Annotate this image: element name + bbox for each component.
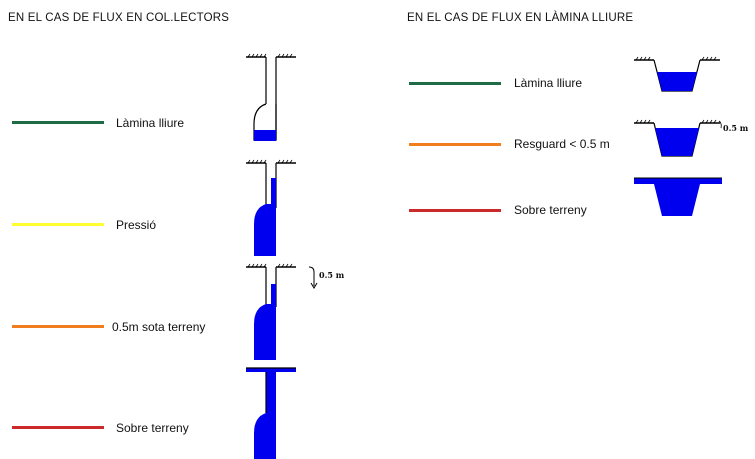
legend-line-channel-overflow <box>409 209 501 212</box>
offset-note-collectors: 0.5 m <box>319 270 345 280</box>
channel-overflow-icon <box>634 177 722 216</box>
legend-line-pressure <box>12 223 104 226</box>
legend-line-near-surface <box>12 325 104 328</box>
pipe-pressurized-icon <box>246 159 296 256</box>
channel-free-flow-icon <box>634 56 720 92</box>
legend-label-near-surface: 0.5m sota terreny <box>112 320 206 334</box>
pipe-partial-flow-icon <box>246 53 296 141</box>
legend-label-channel-overflow: Sobre terreny <box>514 203 587 217</box>
channel-heading: EN EL CAS DE FLUX EN LÀMINA LLIURE <box>407 12 634 24</box>
pipe-overflow-icon <box>246 367 296 459</box>
offset-note-channel: 0.5 m <box>723 123 749 133</box>
legend-label-overflow: Sobre terreny <box>116 421 189 435</box>
offset-bracket-icon <box>308 266 318 289</box>
legend-label-free-surface: Làmina lliure <box>116 116 185 130</box>
legend-line-overflow <box>12 426 104 429</box>
legend-line-free-surface <box>12 121 104 124</box>
legend-label-channel-freeboard: Resguard < 0.5 m <box>514 137 610 151</box>
legend-label-pressure: Pressió <box>116 218 157 232</box>
pipe-near-surface-icon <box>246 263 296 360</box>
channel-low-freeboard-icon <box>634 119 722 157</box>
collectors-heading: EN EL CAS DE FLUX EN COL.LECTORS <box>8 12 230 24</box>
legend-label-channel-free-surface: Làmina lliure <box>514 76 583 90</box>
legend-line-channel-freeboard <box>409 143 501 146</box>
legend-line-channel-free-surface <box>409 82 501 85</box>
